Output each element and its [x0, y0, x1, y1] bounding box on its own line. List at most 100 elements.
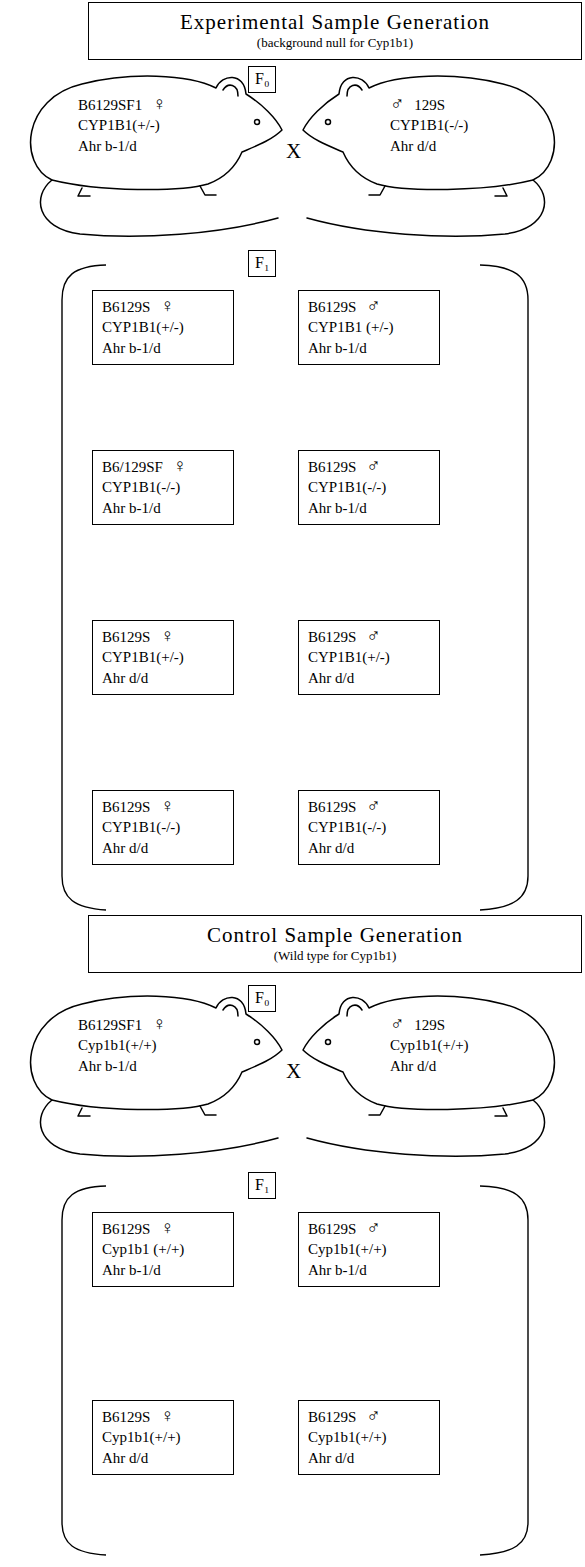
- cyp1b1-genotype: CYP1B1(+/-): [102, 317, 224, 337]
- section-title: Experimental Sample Generation: [93, 9, 577, 35]
- strain-name: B6129S: [308, 627, 356, 647]
- ahr-genotype: Ahr b-1/d: [308, 338, 430, 358]
- cyp1b1-genotype: Cyp1b1 (+/+): [102, 1239, 224, 1259]
- cyp1b1-genotype: Cyp1b1(+/+): [308, 1239, 430, 1259]
- mouse-line: [303, 996, 554, 1109]
- ahr-genotype: Ahr b-1/d: [102, 498, 224, 518]
- mouse-text-block: ♂129SCYP1B1(-/-)Ahr d/d: [390, 94, 468, 156]
- ahr-genotype: Ahr d/d: [308, 838, 430, 858]
- strain-name: B6129S: [102, 627, 150, 647]
- cyp1b1-genotype: CYP1B1(-/-): [102, 477, 224, 497]
- cyp1b1-genotype: CYP1B1 (+/-): [308, 317, 430, 337]
- mouse-line: [78, 1108, 90, 1116]
- mouse-line: [31, 76, 282, 189]
- mouse-eye: [326, 120, 331, 125]
- mouse-line: [347, 85, 362, 96]
- mouse-figure: ♂129SCyp1b1(+/+)Ahr d/d: [300, 988, 575, 1166]
- ahr-genotype: Ahr d/d: [102, 668, 224, 688]
- ahr-genotype: Ahr b-1/d: [78, 136, 166, 156]
- ahr-genotype: Ahr b-1/d: [308, 1260, 430, 1280]
- mouse-line: [200, 186, 216, 195]
- strain-name: B6129SF1: [78, 1015, 142, 1035]
- strain-name: B6129S: [308, 1219, 356, 1239]
- ahr-genotype: Ahr d/d: [390, 1056, 469, 1076]
- ahr-genotype: Ahr d/d: [102, 838, 224, 858]
- sex-symbol: ♀: [160, 1218, 174, 1237]
- sex-symbol: ♂: [366, 296, 380, 315]
- mouse-outline: [10, 68, 285, 246]
- strain-name: B6129S: [102, 1219, 150, 1239]
- generation-box: F₁: [248, 1172, 276, 1199]
- ahr-genotype: Ahr d/d: [390, 136, 468, 156]
- cyp1b1-genotype: Cyp1b1(+/+): [78, 1035, 166, 1055]
- ahr-genotype: Ahr d/d: [308, 1448, 430, 1468]
- strain-name: 129S: [414, 1015, 445, 1035]
- mouse-line: [40, 180, 278, 236]
- ahr-genotype: Ahr b-1/d: [308, 498, 430, 518]
- cyp1b1-genotype: CYP1B1(-/-): [102, 817, 224, 837]
- generation-label: F₀: [255, 987, 269, 1009]
- strain-name: B6129S: [102, 297, 150, 317]
- mouse-line: [307, 180, 545, 236]
- cross-symbol: X: [286, 141, 301, 162]
- genotype-box: B6129S♂CYP1B1(-/-)Ahr b-1/d: [298, 450, 440, 525]
- cyp1b1-genotype: CYP1B1(+/-): [78, 115, 166, 135]
- section-subtitle: (background null for Cyp1b1): [93, 35, 577, 52]
- mouse-line: [307, 1100, 545, 1156]
- mouse-line: [369, 186, 385, 195]
- section-title: Control Sample Generation: [93, 922, 577, 948]
- ahr-genotype: Ahr b-1/d: [102, 1260, 224, 1280]
- sex-symbol: ♂: [366, 1406, 380, 1425]
- generation-label: F₁: [255, 1174, 269, 1196]
- cyp1b1-genotype: CYP1B1(-/-): [308, 477, 430, 497]
- sex-symbol: ♂: [366, 626, 380, 645]
- mouse-line: [78, 188, 90, 196]
- cyp1b1-genotype: Cyp1b1(+/+): [308, 1427, 430, 1447]
- section-subtitle: (Wild type for Cyp1b1): [93, 948, 577, 965]
- sex-symbol: ♀: [160, 626, 174, 645]
- genotype-box: B6/129SF♀CYP1B1(-/-)Ahr b-1/d: [92, 450, 234, 525]
- mouse-line: [369, 1106, 385, 1115]
- mouse-text-block: B6129SF1 ♀ Cyp1b1(+/+)Ahr b-1/d: [78, 1014, 166, 1076]
- generation-label: F₀: [255, 68, 269, 90]
- genotype-box: B6129S ♂ Cyp1b1(+/+)Ahr d/d: [298, 1400, 440, 1475]
- strain-name: B6129S: [102, 1407, 150, 1427]
- sex-symbol: ♂: [366, 796, 380, 815]
- mouse-text-block: ♂129SCyp1b1(+/+)Ahr d/d: [390, 1014, 469, 1076]
- genotype-box: B6129S♀Cyp1b1(+/+)Ahr d/d: [92, 1400, 234, 1475]
- mouse-text-block: B6129SF1 ♀ CYP1B1(+/-)Ahr b-1/d: [78, 94, 166, 156]
- sex-symbol: ♀: [160, 1406, 174, 1425]
- mouse-figure: B6129SF1 ♀ CYP1B1(+/-)Ahr b-1/d: [10, 68, 285, 246]
- generation-box: F₀: [248, 985, 276, 1012]
- f1-bracket: [480, 1186, 528, 1555]
- strain-name: B6129S: [308, 797, 356, 817]
- sex-symbol: ♂: [390, 1014, 404, 1033]
- mouse-outline: [300, 68, 575, 246]
- strain-name: B6129S: [308, 1407, 356, 1427]
- genotype-box: B6129S♂Cyp1b1(+/+)Ahr b-1/d: [298, 1212, 440, 1287]
- genotype-box: B6129S ♀ Cyp1b1 (+/+)Ahr b-1/d: [92, 1212, 234, 1287]
- ahr-genotype: Ahr b-1/d: [78, 1056, 166, 1076]
- genotype-box: B6129S♂CYP1B1 (+/-)Ahr b-1/d: [298, 290, 440, 365]
- mouse-line: [303, 76, 554, 189]
- generation-box: F₀: [248, 66, 276, 93]
- mouse-line: [40, 1100, 278, 1156]
- mouse-outline: [300, 988, 575, 1166]
- strain-name: B6129SF1: [78, 95, 142, 115]
- mouse-line: [347, 1005, 362, 1016]
- ahr-genotype: Ahr d/d: [308, 668, 430, 688]
- mouse-line: [495, 1108, 507, 1116]
- genotype-box: B6129S♀CYP1B1(+/-)Ahr b-1/d: [92, 290, 234, 365]
- strain-name: 129S: [414, 95, 445, 115]
- sex-symbol: ♀: [152, 1014, 166, 1033]
- mouse-eye: [255, 120, 260, 125]
- genotype-box: B6129S♂CYP1B1(-/-)Ahr d/d: [298, 790, 440, 865]
- ahr-genotype: Ahr d/d: [102, 1448, 224, 1468]
- strain-name: B6129S: [102, 797, 150, 817]
- mouse-figure: ♂129SCYP1B1(-/-)Ahr d/d: [300, 68, 575, 246]
- genotype-box: B6129S♀CYP1B1(-/-)Ahr d/d: [92, 790, 234, 865]
- cross-symbol: X: [286, 1061, 301, 1082]
- strain-name: B6/129SF: [102, 457, 163, 477]
- sex-symbol: ♀: [152, 94, 166, 113]
